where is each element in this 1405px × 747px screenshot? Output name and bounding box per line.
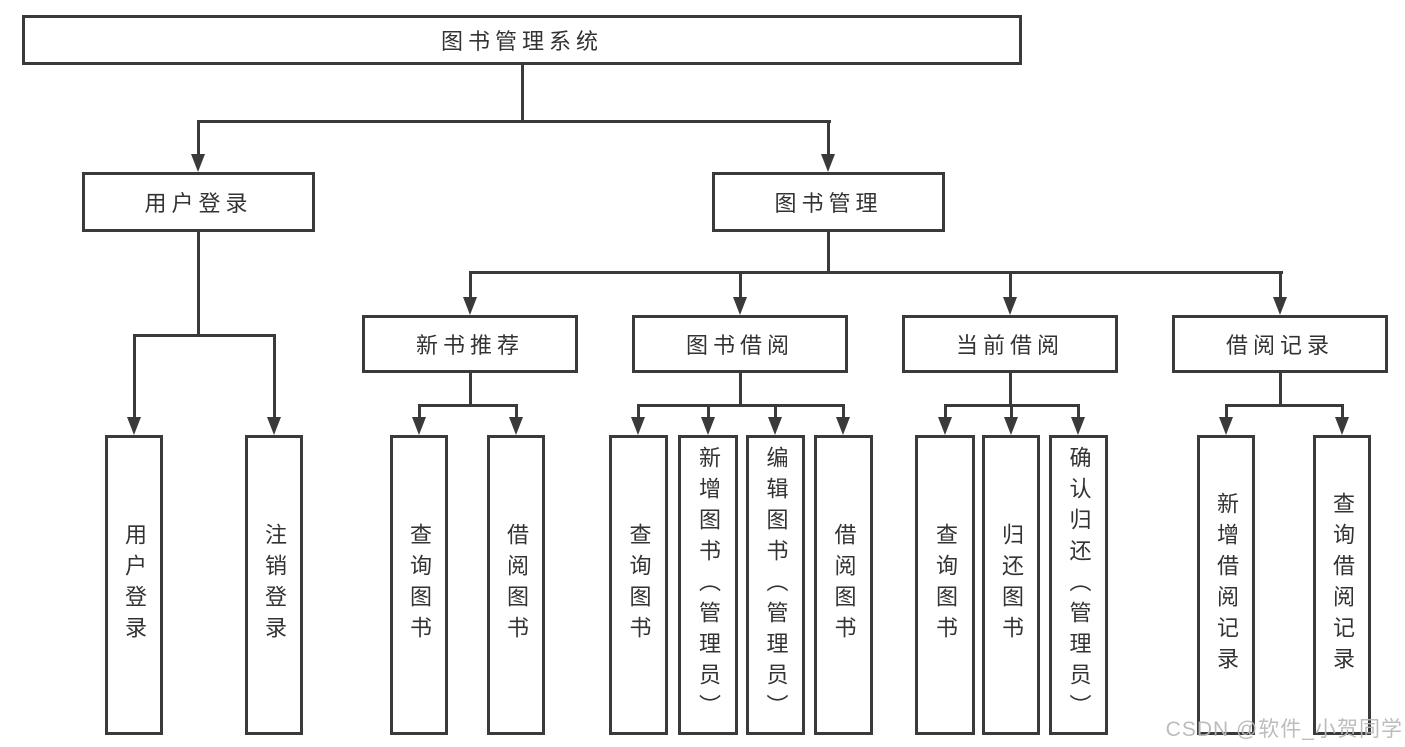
arrowhead-query-book-recommend	[412, 417, 426, 435]
csdn-watermark: CSDN @软件_小贺同学	[1165, 718, 1403, 741]
arrowhead-edit-book	[768, 417, 782, 435]
leaf-query-book-borrowing: 查询图书	[609, 435, 668, 735]
arrowhead-query-book-borrowing	[631, 417, 645, 435]
connector-drop-query-book-borrowing	[637, 404, 640, 419]
leaf-borrow-book-recommend: 借阅图书	[487, 435, 545, 735]
connector-drop-return-book	[1010, 404, 1013, 419]
leaf-query-borrow-record: 查询借阅记录	[1313, 435, 1371, 735]
connector-drop-book-borrowing	[739, 271, 742, 300]
connector-user-login-stem	[197, 232, 200, 336]
node-borrowing-records: 借阅记录	[1172, 315, 1388, 373]
connector-drop-confirm-return	[1077, 404, 1080, 419]
leaf-query-book-current: 查询图书	[915, 435, 975, 735]
connector-drop-edit-book	[774, 404, 777, 419]
connector-drop-current-borrowing	[1009, 271, 1012, 300]
arrowhead-add-borrow-record	[1219, 417, 1233, 435]
connector-book-management-hbar	[469, 271, 1283, 274]
connector-new-book-hbar	[418, 404, 518, 407]
arrowhead-borrow-book-borrowing	[836, 417, 850, 435]
leaf-borrow-book-borrowing: 借阅图书	[814, 435, 873, 735]
node-user-login: 用户登录	[82, 172, 315, 232]
arrowhead-add-book	[701, 417, 715, 435]
connector-drop-leaf-user-login	[133, 334, 136, 419]
leaf-edit-book-admin: 编辑图书（管理员）	[746, 435, 805, 735]
leaf-query-book-recommend: 查询图书	[390, 435, 448, 735]
connector-drop-query-book-current	[944, 404, 947, 419]
connector-drop-borrowing-records	[1279, 271, 1282, 300]
leaf-add-borrow-record: 新增借阅记录	[1197, 435, 1255, 735]
connector-drop-add-borrow-record	[1225, 404, 1228, 419]
connector-drop-add-book	[707, 404, 710, 419]
arrowhead-book-borrowing	[733, 297, 747, 315]
leaf-confirm-return-admin: 确认归还（管理员）	[1049, 435, 1108, 735]
arrowhead-query-borrow-record	[1335, 417, 1349, 435]
connector-root-drop-left	[197, 120, 200, 157]
connector-book-borrowing-stem	[739, 373, 742, 406]
connector-borrowing-records-hbar	[1225, 404, 1344, 407]
node-book-borrowing: 图书借阅	[632, 315, 848, 373]
node-current-borrowing: 当前借阅	[902, 315, 1118, 373]
arrowhead-book-management	[821, 154, 835, 172]
connector-book-borrowing-hbar	[637, 404, 845, 407]
arrowhead-confirm-return	[1071, 417, 1085, 435]
connector-book-management-stem	[827, 232, 830, 273]
connector-new-book-stem	[469, 373, 472, 406]
connector-root-hbar	[197, 120, 831, 123]
node-book-management: 图书管理	[712, 172, 945, 232]
arrowhead-query-book-current	[938, 417, 952, 435]
connector-root-drop-right	[827, 120, 830, 157]
connector-drop-new-book	[469, 271, 472, 300]
arrowhead-new-book	[463, 297, 477, 315]
arrowhead-borrow-book-recommend	[509, 417, 523, 435]
connector-drop-leaf-logout	[273, 334, 276, 419]
connector-drop-query-borrow-record	[1341, 404, 1344, 419]
node-new-book-recommend: 新书推荐	[362, 315, 578, 373]
node-root: 图书管理系统	[22, 15, 1022, 65]
arrowhead-borrowing-records	[1273, 297, 1287, 315]
connector-current-borrowing-stem	[1009, 373, 1012, 406]
arrowhead-leaf-logout	[267, 417, 281, 435]
connector-drop-query-book-recommend	[418, 404, 421, 419]
leaf-logout: 注销登录	[245, 435, 303, 735]
connector-user-login-hbar	[133, 334, 276, 337]
leaf-user-login: 用户登录	[105, 435, 163, 735]
arrowhead-return-book	[1004, 417, 1018, 435]
connector-drop-borrow-book-borrowing	[842, 404, 845, 419]
connector-drop-borrow-book-recommend	[515, 404, 518, 419]
arrowhead-leaf-user-login	[127, 417, 141, 435]
arrowhead-user-login	[191, 154, 205, 172]
connector-root-stem	[521, 65, 524, 123]
leaf-return-book: 归还图书	[982, 435, 1040, 735]
connector-borrowing-records-stem	[1279, 373, 1282, 406]
arrowhead-current-borrowing	[1003, 297, 1017, 315]
leaf-add-book-admin: 新增图书（管理员）	[678, 435, 738, 735]
